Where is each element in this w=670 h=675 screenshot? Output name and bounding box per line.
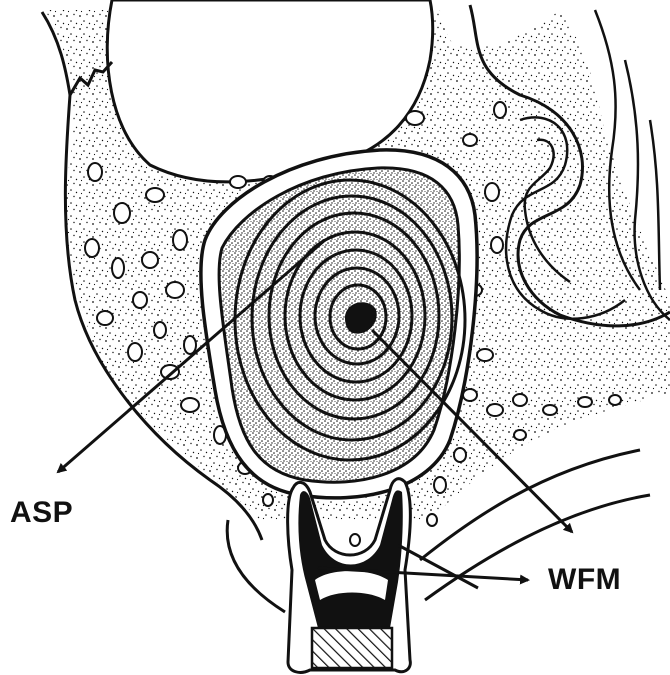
wfm-label: WFM <box>548 565 621 595</box>
wfm-arrow-3 <box>398 545 478 588</box>
tooth-crown-hatch <box>312 628 392 668</box>
alveolar-left-outline <box>227 520 285 612</box>
asp-label: ASP <box>10 498 73 528</box>
